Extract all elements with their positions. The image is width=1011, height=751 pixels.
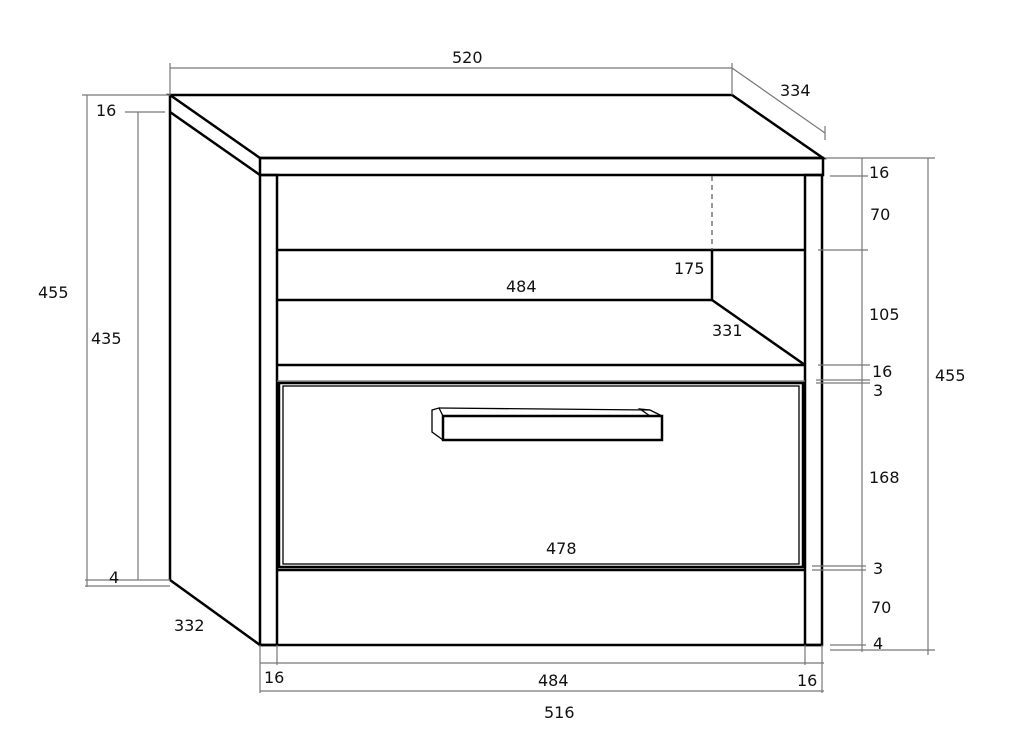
dim-bottom-gap: 4 (873, 634, 883, 653)
left-upright (258, 173, 279, 647)
shelf-depth-edge (711, 298, 806, 367)
dim-side-left: 16 (264, 668, 284, 687)
dimension-lines (82, 63, 935, 693)
dim-top-thickness-left: 16 (96, 101, 116, 120)
drawer-front (277, 381, 805, 569)
dim-drawer-height: 168 (869, 468, 900, 487)
dim-plinth-height: 70 (871, 598, 891, 617)
drawer-handle (431, 407, 664, 442)
side-panel-bottom-edge (169, 578, 261, 647)
dim-top-depth: 334 (780, 81, 811, 100)
dim-rail-thickness: 16 (872, 362, 892, 381)
dim-shelf-opening: 105 (869, 305, 900, 324)
dim-drawer-width: 478 (546, 539, 577, 558)
dim-plinth-gap-left: 4 (109, 568, 119, 587)
dim-side-depth: 332 (174, 616, 205, 635)
dim-top-thickness-right: 16 (869, 163, 889, 182)
drawer-front-inner (282, 385, 800, 565)
dim-drawer-gap-bottom: 3 (873, 559, 883, 578)
right-upright (803, 173, 824, 647)
dim-overall-width-bottom: 516 (544, 703, 575, 722)
dim-back-height: 175 (674, 259, 705, 278)
dim-drawer-gap-top: 3 (873, 381, 883, 400)
dim-overall-height-right: 455 (935, 366, 966, 385)
top-front-edge (258, 156, 825, 177)
top-surface (166, 93, 828, 160)
dim-overall-width-top: 520 (452, 48, 483, 67)
dim-shelf-width: 484 (506, 277, 537, 296)
dim-shelf-depth: 331 (712, 321, 743, 340)
dim-upper-gap: 70 (870, 205, 890, 224)
dim-overall-height-left: 455 (38, 283, 69, 302)
dim-side-height: 435 (91, 329, 122, 348)
dim-inner-width: 484 (538, 671, 569, 690)
top-underside-edge (169, 110, 261, 177)
dim-side-right: 16 (797, 671, 817, 690)
